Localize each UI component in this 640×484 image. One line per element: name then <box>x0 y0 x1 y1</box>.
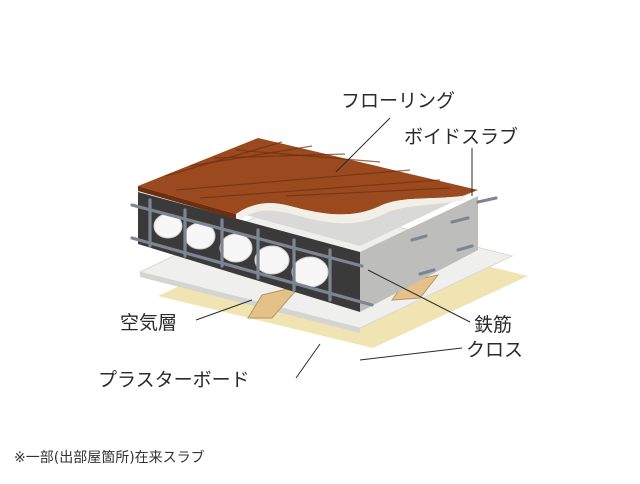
label-plaster-board: プラスターボード <box>98 369 250 391</box>
rebar-side-2 <box>450 216 470 224</box>
label-void-slab: ボイドスラブ <box>404 126 519 148</box>
label-cloth: クロス <box>466 339 524 361</box>
flooring-edge <box>138 186 236 219</box>
leader-cloth <box>359 347 463 361</box>
rebars <box>130 196 498 307</box>
joist-right <box>390 274 440 301</box>
flooring-underlay <box>236 196 466 224</box>
void-3 <box>219 233 253 263</box>
label-rebar: 鉄筋 <box>474 314 513 336</box>
void-4 <box>254 245 290 275</box>
rebar-side-4 <box>418 268 436 276</box>
rebar-top <box>130 203 364 268</box>
label-air-layer: 空気層 <box>120 312 178 334</box>
label-flooring: フローリング <box>341 90 456 112</box>
leader-flooring <box>335 117 391 173</box>
rebar-side-1 <box>410 234 428 242</box>
wood-flooring <box>138 138 478 215</box>
leader-air-layer <box>195 299 253 321</box>
void-formers <box>153 213 329 288</box>
rebar-side-5 <box>456 244 474 252</box>
leader-lines <box>195 117 473 379</box>
void-5 <box>291 256 329 288</box>
plaster-board-edge <box>140 272 360 333</box>
rebar-bottom <box>130 236 374 307</box>
slab-side-face <box>360 196 478 312</box>
leader-rebar <box>367 269 471 323</box>
leader-plaster-board <box>295 343 321 379</box>
footnote: ※一部(出部屋箇所)在来スラブ <box>14 450 205 466</box>
wood-grain <box>164 141 451 199</box>
rebar-side-3 <box>476 196 498 204</box>
